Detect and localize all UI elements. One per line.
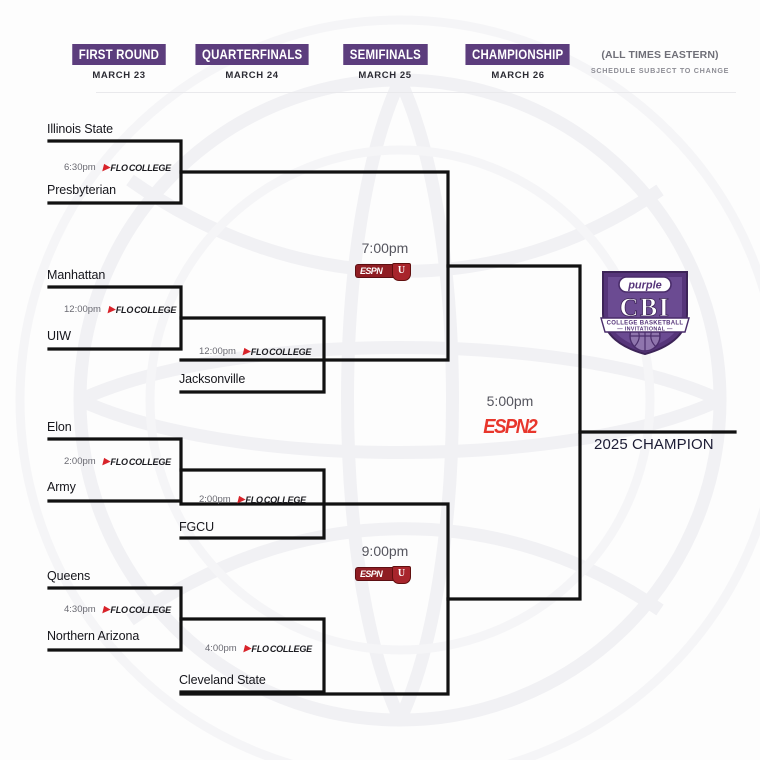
times-note: (ALL TIMES EASTERN) SCHEDULE SUBJECT TO … (585, 49, 735, 75)
round-header-first-round: FIRST ROUND MARCH 23 (49, 44, 189, 81)
flo-text-primary: FLO (110, 604, 128, 615)
team-label-fgcu: FGCU (179, 520, 215, 534)
team-label-queens: Queens (47, 569, 91, 583)
champion-label: 2025 CHAMPION (594, 436, 714, 453)
espnu-icon: ESPN U (356, 566, 414, 584)
round-badge-label: QUARTERFINALS (195, 44, 309, 65)
flo-text-secondary: COLLEGE (128, 456, 171, 467)
game-time: 7:00pm (361, 240, 409, 256)
flo-arrow-glyph: ▶ (102, 456, 110, 466)
flo-text-secondary: COLLEGE (269, 346, 312, 357)
round-header-championship: CHAMPIONSHIP MARCH 26 (448, 44, 588, 81)
espnu-u-shield: U (392, 566, 411, 584)
round-date: MARCH 25 (358, 70, 412, 81)
championship-meta: 5:00pm ESPN2 (455, 393, 565, 439)
round-headers: FIRST ROUND MARCH 23 QUARTERFINALS MARCH… (0, 44, 760, 84)
flo-text-primary: FLO (250, 346, 269, 357)
cbi-banner-line2: — INVITATIONAL — (617, 326, 673, 332)
game-time: 12:00pm (64, 304, 101, 315)
team-label-army: Army (47, 480, 76, 494)
game-time: 4:00pm (205, 643, 237, 654)
espnu-wordmark: ESPN (360, 266, 383, 276)
game-time: 12:00pm (199, 346, 236, 357)
times-note-main: (ALL TIMES EASTERN) (601, 49, 719, 61)
flo-text-primary: FLO (245, 494, 263, 505)
flo-text-primary: FLO (110, 456, 128, 467)
game-time: 9:00pm (361, 543, 409, 559)
flo-text-secondary: COLLEGE (263, 494, 306, 505)
flo-arrow-glyph: ▶ (107, 304, 115, 314)
round-badge-label: FIRST ROUND (72, 44, 166, 65)
flo-text-primary: FLO (110, 162, 128, 173)
team-label-elon: Elon (47, 420, 72, 434)
flo-text-secondary: COLLEGE (128, 162, 171, 173)
flo-arrow-glyph: ▶ (102, 604, 110, 614)
flo-arrow-glyph: ▶ (242, 346, 250, 356)
flo-arrow-glyph: ▶ (237, 494, 245, 504)
team-label-northern-arizona: Northern Arizona (47, 629, 140, 643)
round-badge-label: SEMIFINALS (342, 44, 428, 65)
semifinal-top-meta: 7:00pm ESPN U (330, 240, 440, 284)
round-date: MARCH 23 (92, 70, 146, 81)
round-badge-label: CHAMPIONSHIP (465, 44, 571, 65)
game-time: 2:00pm (64, 456, 96, 467)
team-label-jacksonville: Jacksonville (179, 372, 246, 386)
espnu-wordmark: ESPN (360, 569, 383, 579)
flo-text-secondary: COLLEGE (134, 304, 177, 315)
round-date: MARCH 26 (491, 70, 545, 81)
flo-text-primary: FLO (115, 304, 134, 315)
espn2-icon: ESPN2 (483, 416, 538, 438)
cbi-wordmark-text: purple (627, 280, 662, 292)
espnu-icon: ESPN U (356, 263, 414, 281)
team-label-manhattan: Manhattan (47, 268, 106, 282)
team-label-illinois-state: Illinois State (47, 122, 113, 136)
game-time: 5:00pm (486, 393, 534, 409)
espnu-u-shield: U (392, 263, 411, 281)
team-label-uiw: UIW (47, 329, 71, 343)
flo-text-secondary: COLLEGE (269, 643, 312, 654)
team-label-presbyterian: Presbyterian (47, 183, 116, 197)
flo-text-primary: FLO (251, 643, 269, 654)
game-time: 2:00pm (199, 494, 231, 505)
team-label-cleveland-state: Cleveland State (179, 673, 266, 687)
times-note-sub: SCHEDULE SUBJECT TO CHANGE (590, 66, 730, 75)
flo-text-secondary: COLLEGE (128, 604, 171, 615)
cbi-logo: purple CBI COLLEGE BASKETBALL — INVITATI… (600, 271, 690, 356)
round-date: MARCH 24 (225, 70, 279, 81)
game-time: 6:30pm (64, 162, 96, 173)
semifinal-bottom-meta: 9:00pm ESPN U (330, 543, 440, 587)
round-header-quarterfinals: QUARTERFINALS MARCH 24 (182, 44, 322, 81)
game-time: 4:30pm (64, 604, 96, 615)
round-header-semifinals: SEMIFINALS MARCH 25 (315, 44, 455, 81)
flo-arrow-glyph: ▶ (102, 162, 110, 172)
flo-arrow-glyph: ▶ (243, 643, 251, 653)
